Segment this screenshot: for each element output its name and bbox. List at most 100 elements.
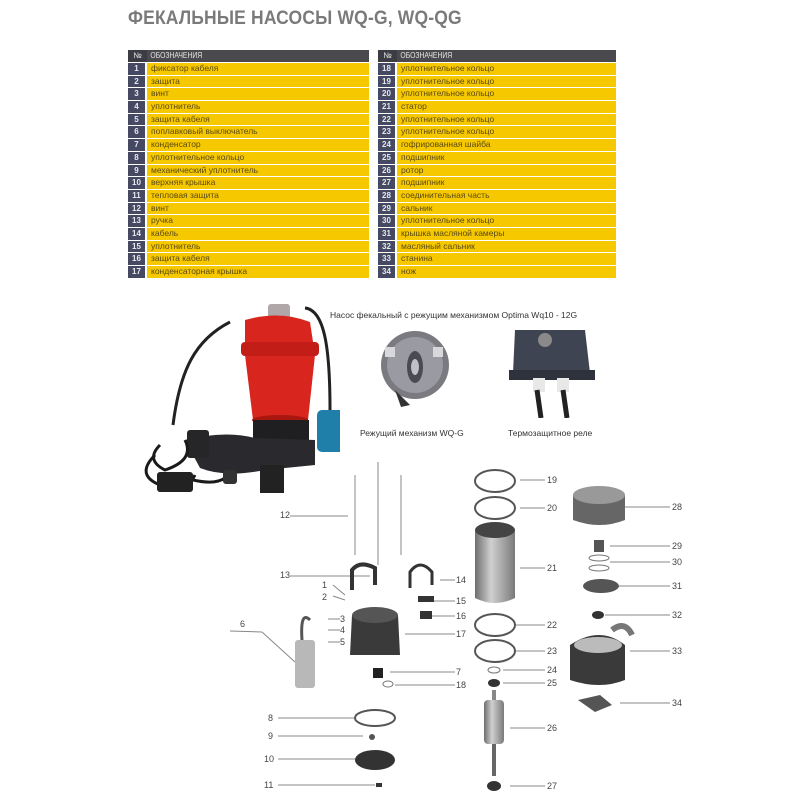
row-label: станина xyxy=(397,253,616,265)
header-label: ОБОЗНАЧЕНИЯ xyxy=(150,51,203,60)
row-label: масляный сальник xyxy=(397,240,616,253)
row-label: сальник xyxy=(397,202,616,215)
row-label: подшипник xyxy=(397,177,616,189)
callout-2: 2 xyxy=(322,592,328,602)
row-number: 17 xyxy=(128,266,145,278)
row-label: фиксатор кабеля xyxy=(147,63,369,75)
callout-19: 19 xyxy=(547,475,558,485)
row-label: верхняя крышка xyxy=(147,177,369,189)
thermal-relay-photo xyxy=(509,330,595,418)
row-number: 18 xyxy=(378,63,395,75)
row-label: уплотнительное кольцо xyxy=(397,126,616,139)
page-title: ФЕКАЛЬНЫЕ НАСОСЫ WQ-G, WQ-QG xyxy=(128,8,462,29)
row-number: 15 xyxy=(128,240,145,253)
row-number: 27 xyxy=(378,177,395,189)
callout-26: 26 xyxy=(547,723,558,733)
callout-28: 28 xyxy=(672,502,683,512)
row-number: 33 xyxy=(378,253,395,265)
callout-4: 4 xyxy=(340,625,346,635)
row-label: винт xyxy=(147,202,369,215)
row-label: уплотнительное кольцо xyxy=(397,63,616,75)
row-label: соединительная часть xyxy=(397,189,616,202)
callout-25: 25 xyxy=(547,678,558,688)
row-number: 6 xyxy=(128,126,145,139)
row-number: 21 xyxy=(378,101,395,113)
row-number: 28 xyxy=(378,189,395,202)
row-label: подшипник xyxy=(397,151,616,164)
cutter-mechanism-photo xyxy=(381,331,449,407)
row-number: 29 xyxy=(378,202,395,215)
callout-23: 23 xyxy=(547,646,558,656)
callout-30: 30 xyxy=(672,557,683,567)
callout-13: 13 xyxy=(280,570,291,580)
row-label: механический уплотнитель xyxy=(147,164,369,177)
callout-18: 18 xyxy=(456,680,467,690)
row-label: статор xyxy=(397,101,616,113)
row-label: крышка масляной камеры xyxy=(397,227,616,240)
row-label: уплотнительное кольцо xyxy=(147,151,369,164)
row-number: 11 xyxy=(128,189,145,202)
row-label: конденсаторная крышка xyxy=(147,266,369,278)
row-number: 13 xyxy=(128,215,145,227)
callout-8: 8 xyxy=(268,713,274,723)
row-number: 12 xyxy=(128,202,145,215)
row-number: 16 xyxy=(128,253,145,265)
callout-5: 5 xyxy=(340,637,346,647)
row-number: 5 xyxy=(128,113,145,126)
row-number: 3 xyxy=(128,88,145,101)
row-number: 31 xyxy=(378,227,395,240)
callout-7: 7 xyxy=(456,667,462,677)
row-label: поплавковый выключатель xyxy=(147,126,369,139)
callout-14: 14 xyxy=(456,575,467,585)
row-label: винт xyxy=(147,88,369,101)
row-number: 24 xyxy=(378,139,395,151)
row-label: защита кабеля xyxy=(147,113,369,126)
header-number: № xyxy=(128,50,147,62)
row-label: гофрированная шайба xyxy=(397,139,616,151)
row-number: 19 xyxy=(378,75,395,88)
row-label: ручка xyxy=(147,215,369,227)
callout-11: 11 xyxy=(264,780,274,790)
row-number: 26 xyxy=(378,164,395,177)
pump-photo xyxy=(144,304,340,493)
row-label: уплотнитель xyxy=(147,240,369,253)
callout-21: 21 xyxy=(547,563,558,573)
cutter-caption: Режущий механизм WQ-G xyxy=(360,428,464,438)
row-number: 34 xyxy=(378,266,395,278)
callout-27: 27 xyxy=(547,781,558,791)
callout-6: 6 xyxy=(240,619,246,629)
callout-16: 16 xyxy=(456,611,467,621)
table-header: № ОБОЗНАЧЕНИЯ xyxy=(128,50,369,62)
row-number: 25 xyxy=(378,151,395,164)
callout-34: 34 xyxy=(672,698,683,708)
product-caption: Насос фекальный с режущим механизмом Opt… xyxy=(330,310,578,320)
row-number: 20 xyxy=(378,88,395,101)
row-label: уплотнительное кольцо xyxy=(397,88,616,101)
relay-caption: Термозащитное реле xyxy=(508,428,593,438)
row-number: 23 xyxy=(378,126,395,139)
